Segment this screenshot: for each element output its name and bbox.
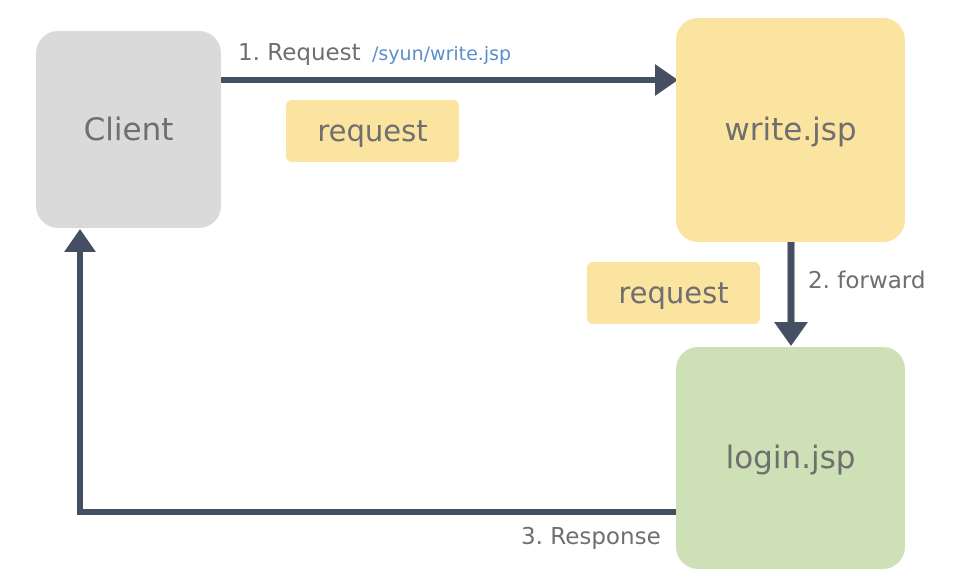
login-jsp-node: login.jsp <box>676 347 905 569</box>
forwarded-request-object-tag: request <box>587 262 760 324</box>
login-jsp-label: login.jsp <box>725 440 856 476</box>
request-arrow-head <box>655 64 678 96</box>
request-step-label: 1. Request <box>238 40 361 66</box>
request-object-tag: request <box>286 100 459 162</box>
response-arrow-head <box>64 229 96 252</box>
request-object-label: request <box>317 114 428 148</box>
write-jsp-label: write.jsp <box>724 112 857 148</box>
forward-arrow-head <box>774 322 808 346</box>
response-step-label: 3. Response <box>521 524 661 550</box>
forwarded-request-object-label: request <box>618 276 729 310</box>
response-arrow-line <box>77 250 676 515</box>
write-jsp-node: write.jsp <box>676 18 905 242</box>
client-label: Client <box>83 111 174 148</box>
client-node: Client <box>36 31 221 228</box>
forward-step-label: 2. forward <box>808 268 926 294</box>
request-path-label: /syun/write.jsp <box>372 43 512 65</box>
